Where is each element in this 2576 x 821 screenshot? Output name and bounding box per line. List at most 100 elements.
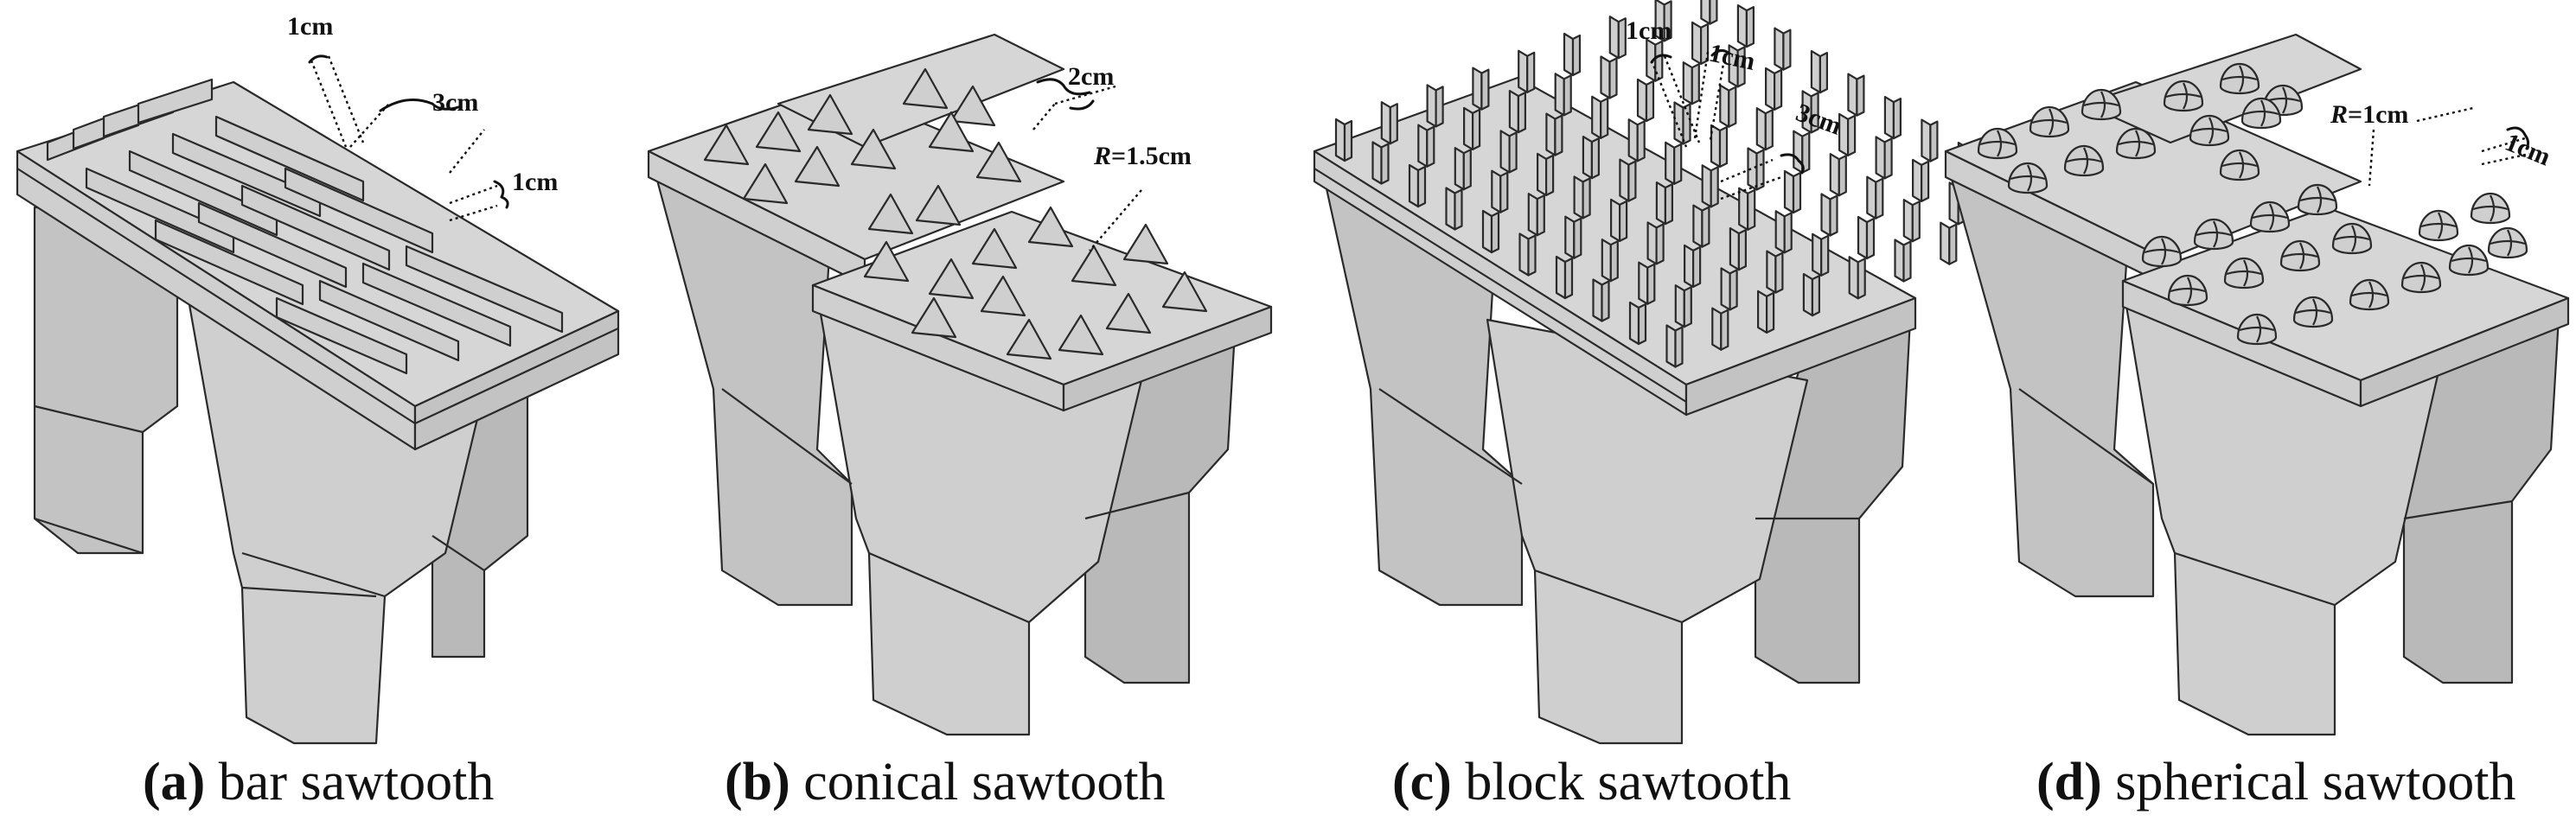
block-tooth-side xyxy=(1720,309,1729,351)
block-tooth xyxy=(1683,244,1695,288)
block-tooth-side xyxy=(1902,240,1912,283)
block-tooth xyxy=(1883,95,1895,140)
block-tooth-side xyxy=(1426,125,1435,168)
block-tooth-side xyxy=(1755,149,1765,191)
dome-meridian xyxy=(2252,203,2288,231)
block-tooth xyxy=(1609,198,1621,242)
block-tooth xyxy=(1736,3,1748,48)
dome-tooth xyxy=(2236,313,2278,346)
block-tooth-side xyxy=(1508,131,1518,174)
block-tooth-side xyxy=(1810,92,1819,134)
block-tooth-side xyxy=(1573,217,1582,259)
block-tooth-side xyxy=(1674,326,1684,368)
panel-d-dim-1: 1cm xyxy=(2501,128,2554,172)
block-tooth xyxy=(1755,107,1767,151)
block-tooth xyxy=(1729,227,1741,271)
dome-meridian xyxy=(2490,229,2526,257)
block-tooth xyxy=(1371,141,1383,185)
block-tooth-side xyxy=(1857,258,1866,300)
panel-c-drawing xyxy=(1313,0,2049,745)
block-tooth xyxy=(1408,163,1420,208)
block-tooth-side xyxy=(1820,234,1830,277)
block-tooth-side xyxy=(1737,229,1748,271)
dome-tooth xyxy=(2249,200,2291,233)
block-tooth-side xyxy=(1683,286,1692,328)
block-tooth-side xyxy=(1480,68,1490,111)
dome-tooth xyxy=(2219,149,2260,181)
dome-tooth xyxy=(2470,192,2511,225)
block-tooth xyxy=(1481,209,1493,254)
block-tooth-side xyxy=(1617,17,1627,60)
block-tooth xyxy=(1857,215,1869,260)
dome-meridian xyxy=(2420,212,2457,239)
block-tooth-side xyxy=(1829,194,1838,237)
dome-tooth xyxy=(2297,183,2338,216)
dome-tooth xyxy=(2448,244,2490,277)
block-tooth-side xyxy=(1544,154,1555,196)
block-tooth-side xyxy=(1608,57,1618,99)
dome-meridian xyxy=(2196,220,2232,248)
block-tooth-side xyxy=(1416,165,1427,208)
block-tooth xyxy=(1554,73,1565,117)
dome-tooth xyxy=(2349,278,2390,311)
block-tooth-side xyxy=(1801,131,1811,174)
block-tooth-side xyxy=(1554,114,1563,156)
dome-meridian xyxy=(2351,281,2387,309)
block-tooth-side xyxy=(1729,269,1738,311)
dome-tooth xyxy=(2167,274,2208,307)
block-tooth-side xyxy=(1618,200,1628,242)
dome-meridian xyxy=(2144,238,2180,265)
block-tooth-side xyxy=(1646,263,1656,305)
dome-meridian xyxy=(2472,194,2509,222)
dome-meridian xyxy=(2239,315,2275,343)
block-tooth xyxy=(1847,73,1858,117)
block-tooth-side xyxy=(1526,51,1536,93)
dome-tooth xyxy=(1977,127,2018,160)
dome-meridian xyxy=(2221,151,2258,179)
block-tooth-side xyxy=(1517,91,1527,134)
block-tooth xyxy=(1940,221,1951,265)
dome-tooth xyxy=(2292,296,2334,328)
block-tooth xyxy=(1829,153,1840,197)
panel-a-drawing xyxy=(16,54,620,745)
block-tooth-side xyxy=(1682,103,1691,145)
block-tooth xyxy=(1518,49,1529,93)
panel-a-dim-1: 1cm xyxy=(287,12,333,41)
block-tooth-side xyxy=(1536,194,1545,237)
dome-meridian xyxy=(2226,259,2262,287)
block-tooth xyxy=(1518,232,1530,277)
block-tooth-side xyxy=(1582,177,1591,220)
block-tooth-side xyxy=(1571,34,1582,77)
block-tooth-side xyxy=(1462,149,1472,191)
dome-tooth xyxy=(2279,239,2321,272)
block-tooth-side xyxy=(1736,46,1746,88)
dome-tooth xyxy=(2223,257,2265,290)
block-tooth xyxy=(1545,112,1556,156)
block-tooth-side xyxy=(1673,143,1683,185)
block-tooth xyxy=(1619,158,1630,202)
block-tooth xyxy=(1738,187,1749,231)
block-tooth xyxy=(1573,175,1584,220)
block-tooth xyxy=(1536,152,1548,196)
block-tooth xyxy=(1802,273,1813,317)
block-tooth-side xyxy=(1636,120,1646,162)
block-tooth-side xyxy=(1654,40,1664,82)
dome-meridian xyxy=(2031,108,2068,136)
panel-c-dim-1: 1cm xyxy=(1626,16,1672,45)
dome-meridian xyxy=(2451,246,2487,274)
block-tooth xyxy=(1527,193,1538,237)
dome-meridian xyxy=(2066,147,2102,175)
block-tooth xyxy=(1499,130,1511,174)
block-tooth-side xyxy=(1856,74,1865,117)
block-tooth-side xyxy=(1490,211,1500,254)
block-tooth xyxy=(1454,147,1465,191)
block-tooth-side xyxy=(1883,137,1893,180)
block-tooth xyxy=(1472,67,1483,111)
block-tooth xyxy=(1426,84,1437,128)
block-tooth-side xyxy=(1701,206,1710,248)
block-tooth-side xyxy=(1811,275,1820,317)
block-tooth-side xyxy=(1765,291,1775,334)
panel-d-radius: R=1cm xyxy=(2330,100,2408,129)
dome-meridian xyxy=(2282,242,2318,270)
dome-meridian xyxy=(2083,91,2119,118)
